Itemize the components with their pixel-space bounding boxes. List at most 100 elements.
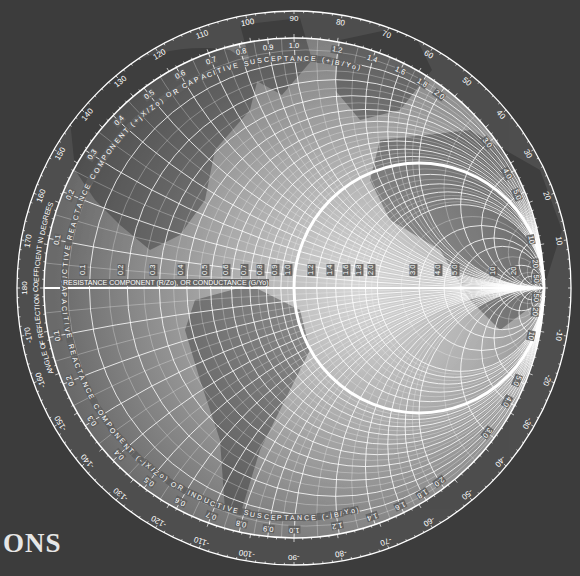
angle-number: -90: [288, 553, 300, 561]
letter: V: [62, 251, 70, 259]
letter: F: [33, 272, 40, 277]
continent: [335, 25, 432, 120]
resistance-value: 1.8: [356, 264, 364, 276]
axis-title: RESISTANCE COMPONENT (R/Zo), OR CONDUCTA…: [62, 279, 269, 286]
angle-ticks: [17, 11, 571, 565]
reactance-arc: [0, 288, 580, 576]
reactance-value: 0.3: [85, 414, 98, 429]
angle-number: 160: [35, 188, 47, 203]
reactance-arc: [0, 288, 580, 576]
reactance-value: 0.2: [65, 188, 77, 202]
reactance-value: 20: [531, 258, 539, 269]
reactance-value: 3.0: [481, 136, 494, 150]
reactance-arc: [127, 288, 580, 576]
angle-number: -110: [193, 534, 210, 547]
letter: F: [38, 339, 46, 345]
angle-number: -60: [421, 515, 435, 528]
reactance-value: 50: [532, 273, 540, 284]
angle-number: -140: [80, 452, 96, 469]
reactance-value: 0.4: [112, 448, 126, 462]
angle-number: 60: [423, 49, 435, 60]
angle-number: 130: [113, 75, 128, 90]
reactance-arc: [419, 38, 580, 288]
reactance-arc: [412, 288, 580, 551]
angle-number: 30: [521, 148, 532, 160]
resistance-value: 1.4: [326, 264, 334, 276]
resistance-value: 0.9: [271, 264, 279, 276]
letter: T: [33, 306, 40, 311]
angle-number: -30: [521, 415, 534, 429]
angle-number: -130: [112, 486, 129, 502]
reactance-value: 0.1: [52, 329, 62, 343]
letter: R: [37, 332, 45, 338]
reactance-arc: [232, 288, 580, 576]
reactance-arc: [482, 288, 580, 413]
angle-number: 50: [461, 76, 473, 88]
reactance-arc: [388, 288, 580, 576]
reactance-value: 1.0: [288, 42, 300, 50]
letter: ): [354, 505, 360, 513]
resistance-value: 2.0: [368, 264, 376, 276]
reactance-value: 1.6: [393, 499, 407, 511]
reactance-arc: [377, 0, 580, 288]
reactance-arc: [0, 0, 580, 288]
reactance-arc: [0, 0, 580, 288]
reactance-arc: [461, 121, 580, 288]
angle-number: 180: [21, 281, 29, 294]
reactance-arc: [0, 0, 580, 288]
resistance-value: 3.0: [410, 264, 418, 276]
angle-number: 100: [240, 18, 255, 28]
resistance-value: 0.7: [240, 264, 248, 276]
angle-number: 40: [494, 109, 506, 121]
reactance-value: 1.4: [365, 511, 379, 522]
reactance-value: 10: [527, 234, 536, 246]
reactance-value: 0.9: [262, 524, 275, 533]
chart-outline: [44, 38, 544, 538]
reactance-value: 0.7: [204, 55, 218, 66]
reactance-arc: [336, 288, 580, 576]
reactance-arc: [127, 0, 580, 288]
angle-number: -70: [379, 535, 393, 546]
letter: N: [37, 236, 45, 242]
letter: ): [356, 63, 362, 71]
reactance-value: 0.2: [65, 374, 77, 388]
reactance-value: 4.0: [501, 395, 513, 410]
letter: F: [33, 268, 40, 273]
angle-number: 150: [54, 146, 68, 162]
angle-number: 20: [541, 190, 552, 201]
angle-number: -50: [460, 487, 474, 501]
reactance-value: 0.6: [173, 495, 188, 507]
resistance-value: 5.0: [451, 264, 459, 276]
reactance-arc: [0, 0, 580, 288]
chart-disc: [44, 38, 544, 538]
bold-lines: [44, 163, 544, 413]
reactance-value: 0.6: [173, 68, 188, 80]
reactance-arc: [336, 0, 580, 288]
reactance-arc: [0, 288, 580, 576]
letter: O: [32, 282, 39, 288]
reactance-value: 5.0: [512, 188, 524, 202]
reactance-value: 1.6: [393, 64, 407, 76]
unit-resistance-circle: [294, 163, 544, 413]
angle-number: 120: [152, 48, 168, 62]
axis-title: INDUCTIVE REACTANCE COMPONENT (+jX/Zo) O…: [59, 54, 363, 303]
reactance-value: 10: [527, 330, 536, 342]
reactance-arc: [0, 288, 580, 576]
resistance-value: 10: [489, 266, 497, 276]
reactance-value: 2.0: [432, 475, 446, 488]
reactance-value: 1.8: [415, 76, 430, 89]
reactance-value: 1.4: [365, 54, 379, 65]
reactance-arc: [419, 288, 580, 538]
scale-title: ANGLE OF REFLECTION COEFFICIENT IN DEGRE…: [32, 200, 55, 377]
reactance-arc: [482, 163, 580, 288]
letter: E: [33, 277, 40, 282]
angle-number: -170: [24, 326, 35, 343]
reactance-value: 2.0: [432, 88, 446, 101]
angle-number: 170: [24, 234, 34, 249]
reactance-arc: [44, 0, 580, 288]
reactance-value: 1.2: [331, 45, 345, 55]
